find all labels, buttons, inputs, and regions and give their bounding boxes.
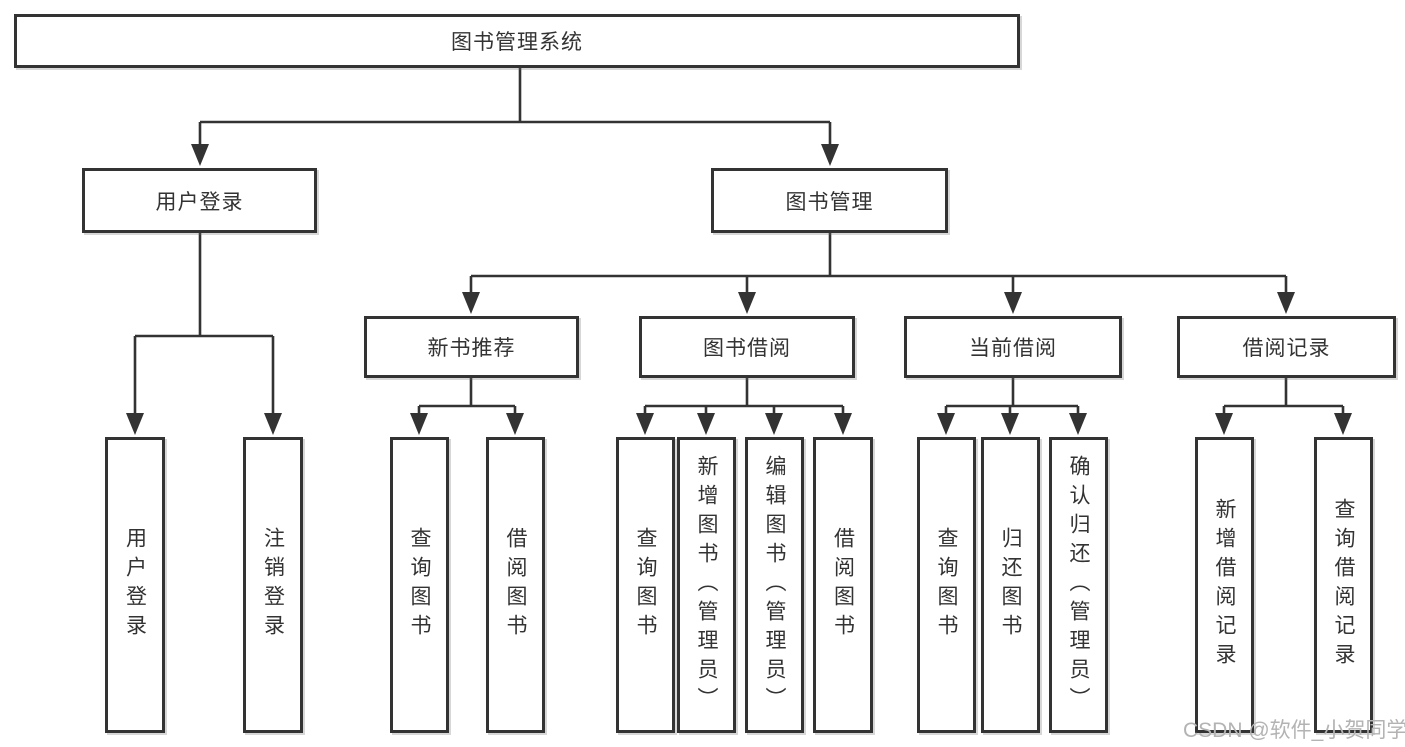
leaf-borrow-books: 借阅图书: [813, 437, 873, 733]
leaf-edit-books-admin-label: 编辑图书（管理员）: [763, 454, 787, 716]
node-borrowing-records-label: 借阅记录: [1242, 337, 1331, 360]
leaf-query-books-recommend: 查询图书: [390, 437, 449, 733]
leaf-edit-books-admin: 编辑图书（管理员）: [745, 437, 804, 733]
leaf-logout: 注销登录: [243, 437, 303, 733]
node-new-book-recommend-label: 新书推荐: [427, 337, 516, 360]
node-book-management-label: 图书管理: [785, 190, 874, 214]
leaf-query-books-current-label: 查询图书: [935, 527, 959, 643]
node-borrowing-records: 借阅记录: [1177, 316, 1396, 378]
node-root: 图书管理系统: [14, 14, 1020, 68]
leaf-return-books-label: 归还图书: [999, 527, 1023, 643]
csdn-watermark: CSDN @软件_小贺同学: [1183, 719, 1405, 742]
leaf-query-books-borrowing: 查询图书: [616, 437, 675, 733]
node-current-borrowing-label: 当前借阅: [969, 337, 1057, 360]
leaf-query-borrow-record: 查询借阅记录: [1314, 437, 1373, 733]
leaf-user-login-label: 用户登录: [123, 527, 147, 643]
leaf-confirm-return-admin: 确认归还（管理员）: [1049, 437, 1108, 733]
node-book-borrowing-label: 图书借阅: [703, 337, 791, 360]
leaf-query-books-borrowing-label: 查询图书: [634, 527, 658, 643]
node-book-borrowing: 图书借阅: [639, 316, 855, 378]
leaf-user-login: 用户登录: [105, 437, 165, 733]
leaf-query-books-current: 查询图书: [917, 437, 976, 733]
leaf-logout-label: 注销登录: [261, 527, 285, 643]
node-user-login: 用户登录: [82, 168, 317, 233]
node-root-label: 图书管理系统: [451, 31, 583, 54]
leaf-add-borrow-record: 新增借阅记录: [1195, 437, 1254, 733]
arrowheads: [126, 144, 1352, 435]
leaf-query-books-recommend-label: 查询图书: [408, 527, 432, 643]
connector-lines: [133, 68, 1345, 419]
leaf-confirm-return-admin-label: 确认归还（管理员）: [1067, 454, 1091, 716]
leaf-query-borrow-record-label: 查询借阅记录: [1332, 498, 1356, 672]
leaf-add-books-admin: 新增图书（管理员）: [677, 437, 736, 733]
node-current-borrowing: 当前借阅: [904, 316, 1122, 378]
leaf-borrow-books-recommend: 借阅图书: [486, 437, 545, 733]
node-new-book-recommend: 新书推荐: [364, 316, 579, 378]
node-book-management: 图书管理: [711, 168, 948, 233]
node-user-login-label: 用户登录: [155, 190, 244, 214]
leaf-borrow-books-label: 借阅图书: [831, 527, 855, 643]
leaf-borrow-books-recommend-label: 借阅图书: [504, 527, 528, 643]
leaf-add-borrow-record-label: 新增借阅记录: [1213, 498, 1237, 672]
leaf-return-books: 归还图书: [981, 437, 1040, 733]
leaf-add-books-admin-label: 新增图书（管理员）: [695, 454, 719, 716]
